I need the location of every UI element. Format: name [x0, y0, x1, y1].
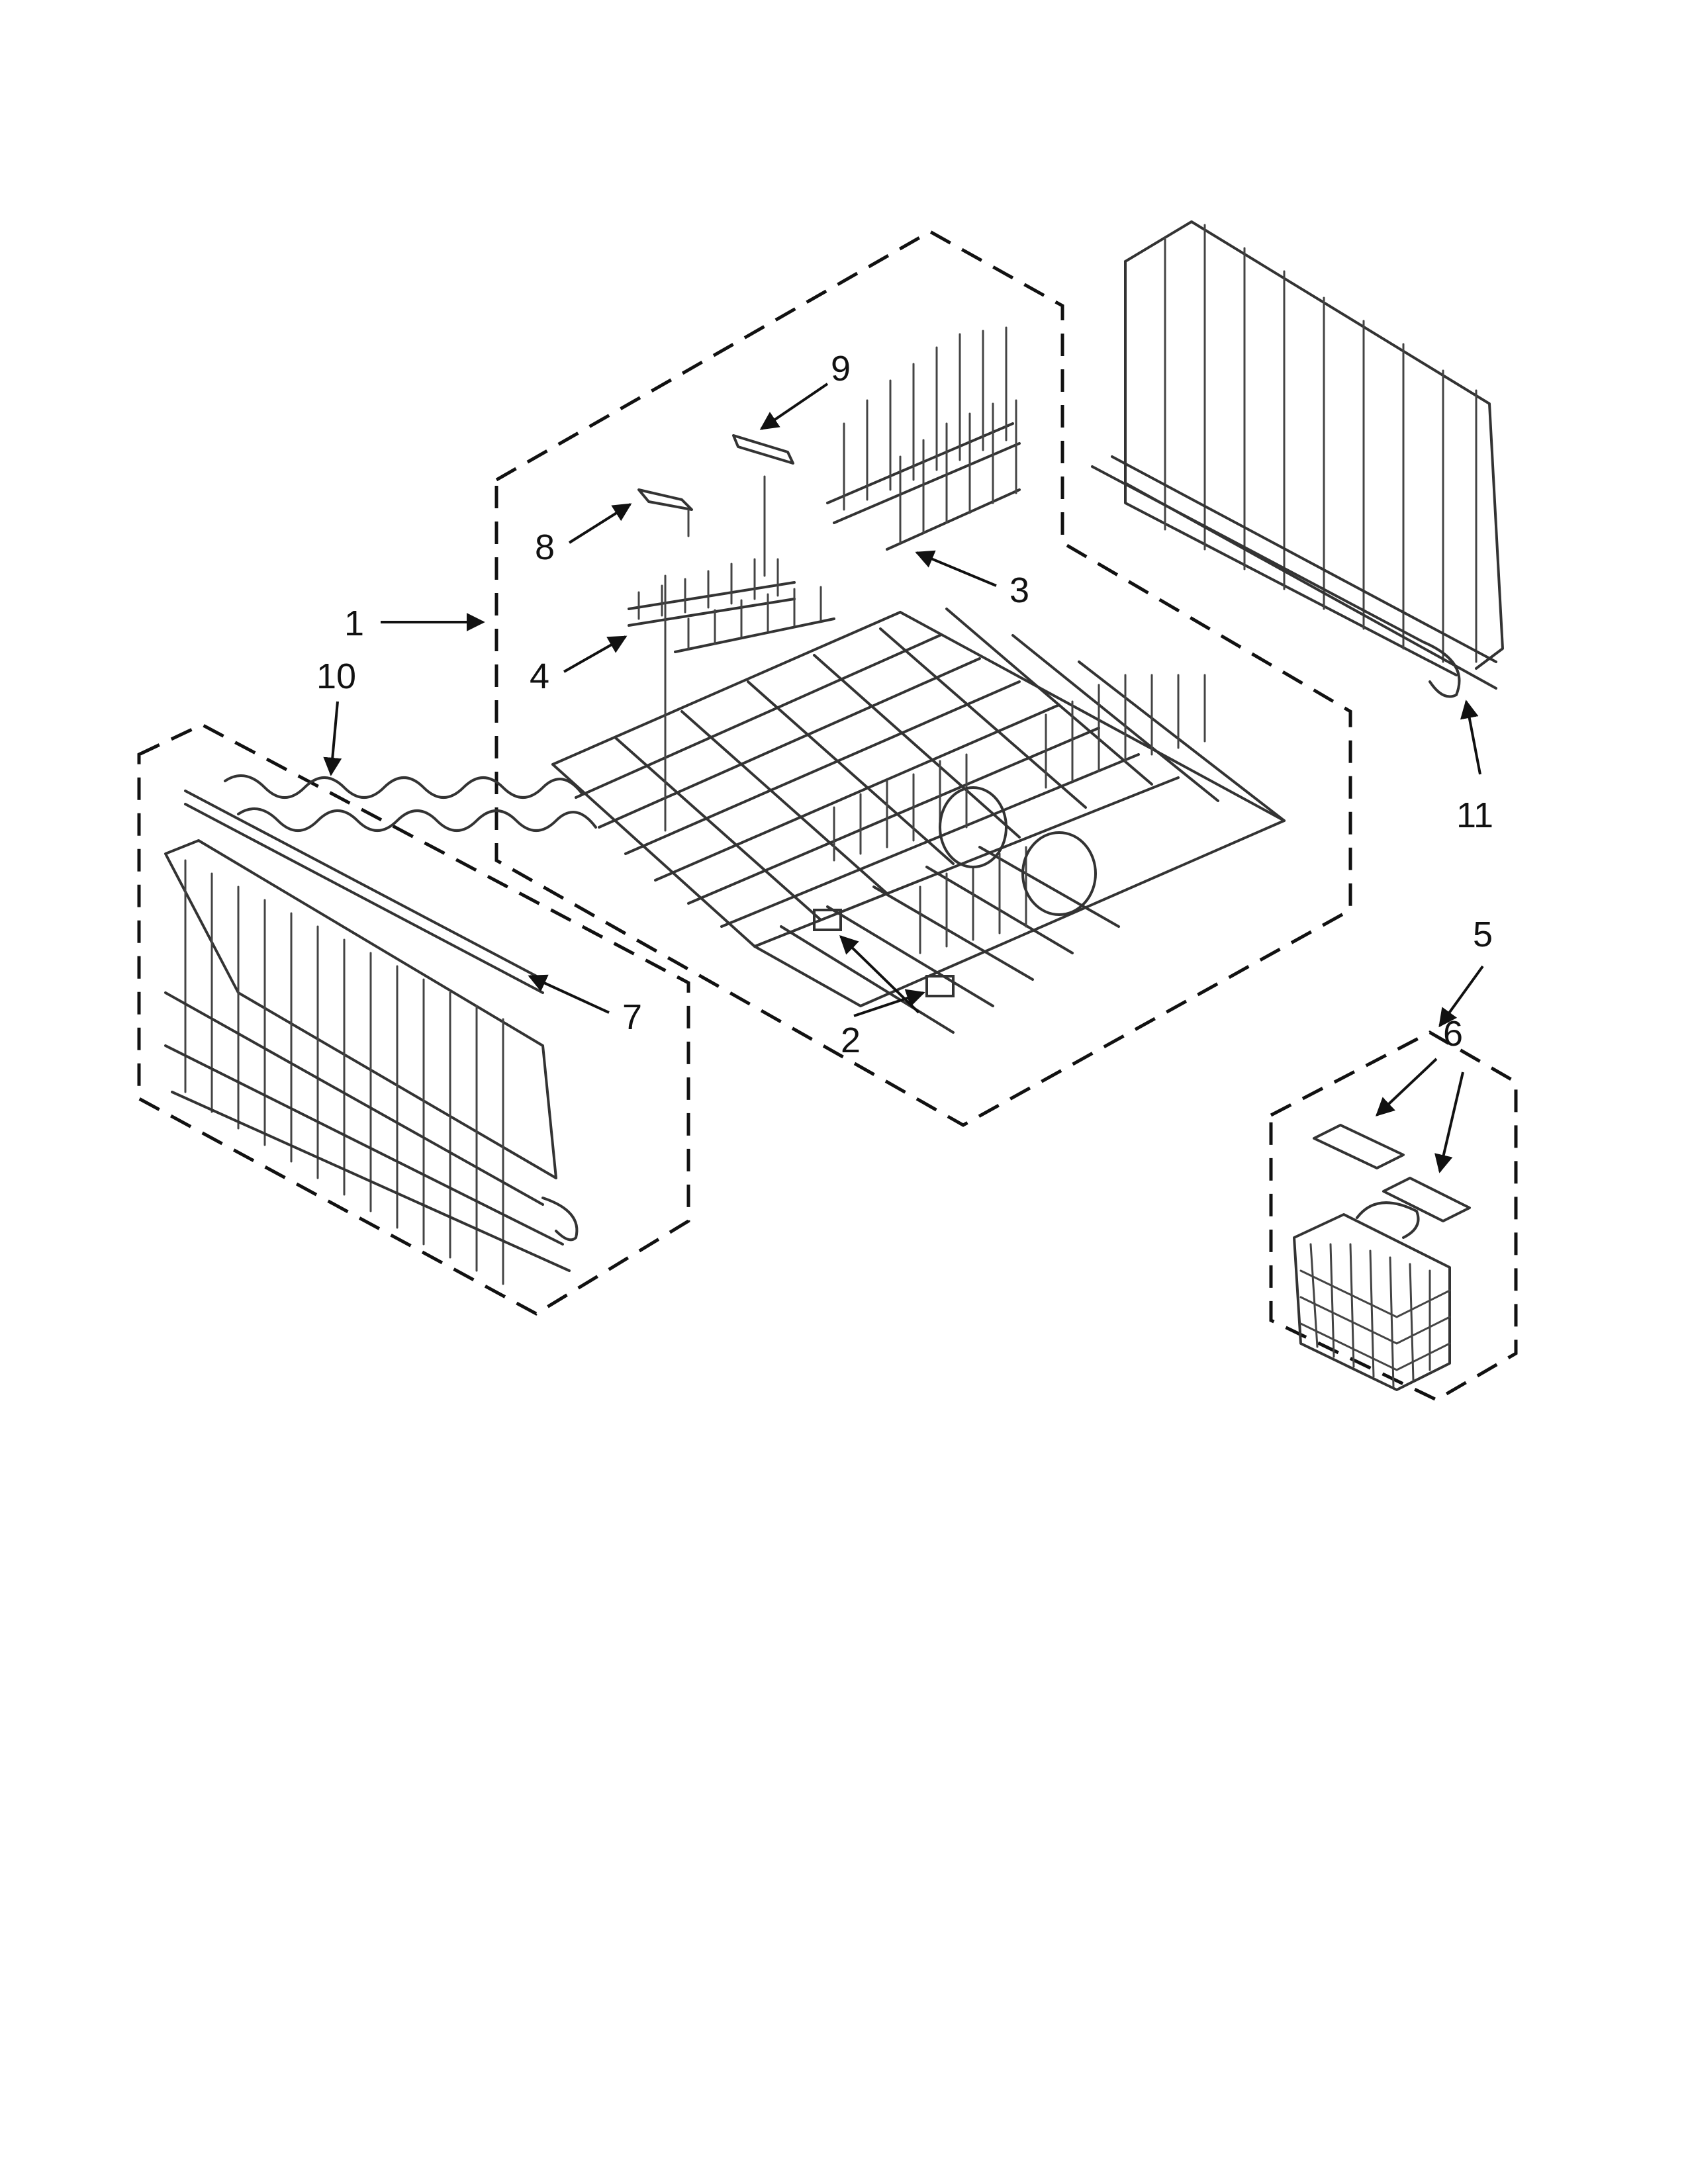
leader-6a: [1375, 1058, 1438, 1116]
upper-rack-outline: [494, 230, 1352, 1127]
leader-10: [323, 701, 342, 776]
upper-rack-icon: [551, 608, 1286, 1034]
callout-11: 11: [1456, 796, 1493, 835]
callout-8: 8: [535, 527, 555, 567]
tine-clip-icon: [637, 488, 693, 537]
leader-11: [1460, 700, 1481, 775]
leader-7: [528, 974, 610, 1014]
callout-4: 4: [530, 657, 549, 696]
rack-back-panel-icon: [1091, 220, 1504, 698]
leader-8: [568, 503, 632, 544]
small-tine-row-icon: [628, 558, 835, 832]
callout-5: 5: [1473, 915, 1493, 954]
callout-1: 1: [344, 604, 364, 643]
callout-10: 10: [316, 657, 356, 696]
callout-2: 2: [841, 1021, 861, 1060]
leader-lines: [323, 383, 1484, 1173]
tine-clip-icon: [732, 434, 794, 577]
leader-2b: [853, 989, 925, 1017]
leader-6b: [1434, 1071, 1464, 1173]
leader-4: [563, 635, 628, 673]
upper-rack-group: [494, 230, 1352, 1127]
side-panel-group: [137, 723, 690, 1316]
callout-7: 7: [622, 997, 642, 1037]
silverware-basket-group: [1269, 1030, 1518, 1402]
callout-3: 3: [1009, 570, 1029, 610]
basket-lid-icon: [1313, 1124, 1471, 1222]
tine-pivot-clip-icon: [813, 909, 842, 931]
callout-labels: 1 2 3 4 5 6 7 8 9 10 11: [316, 349, 1493, 1060]
callout-6: 6: [1443, 1014, 1463, 1054]
cup-shelf-icon: [184, 774, 597, 994]
callout-9: 9: [831, 349, 851, 388]
silverware-basket-icon: [1293, 1201, 1451, 1391]
tine-pivot-clip-icon: [925, 975, 955, 997]
rack-side-panel-icon: [164, 839, 579, 1285]
silverware-basket-outline: [1269, 1030, 1518, 1402]
leader-3: [915, 550, 997, 587]
leader-5: [1438, 965, 1484, 1028]
side-panel-outline: [137, 723, 690, 1316]
leader-9: [759, 383, 829, 430]
fold-down-tine-row-icon: [826, 326, 1021, 551]
